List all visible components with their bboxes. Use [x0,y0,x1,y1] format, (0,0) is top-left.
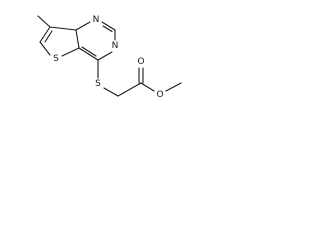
atom-n-top: N [93,15,100,25]
bond-c7a-n1 [75,21,91,31]
molecule-structure: N N S S O O [37,15,182,100]
bond-c4-c4a [78,47,99,61]
atom-n-right: N [112,41,119,51]
bond-c4a-c7a [75,29,80,49]
structure-canvas: N N S S O O [0,0,205,118]
bond-carbonyl-o-ester [140,82,155,92]
atom-s-ring: S [53,54,59,64]
bond-s-link-ch2 [103,87,119,97]
bond-n3-c4 [97,51,113,61]
atom-s-link: S [95,79,101,89]
bond-n1-c2-double [102,25,113,33]
bond-n1-c2 [101,21,116,31]
bond-ch2-carbonyl [117,82,142,97]
atom-o-carbonyl: O [137,57,144,67]
bond-c3-c7a [49,26,77,31]
bond-c3-methyl [37,15,51,28]
bond-c2t-c3 [39,26,51,43]
bond-s1-c2t [39,41,51,56]
atom-o-ester: O [156,90,163,100]
bond-o-ester-methyl [165,82,182,92]
bond-c4-c4a-double [81,46,97,57]
bond-c4a-s1 [61,47,80,57]
bond-c2t-c3-double [44,30,53,43]
